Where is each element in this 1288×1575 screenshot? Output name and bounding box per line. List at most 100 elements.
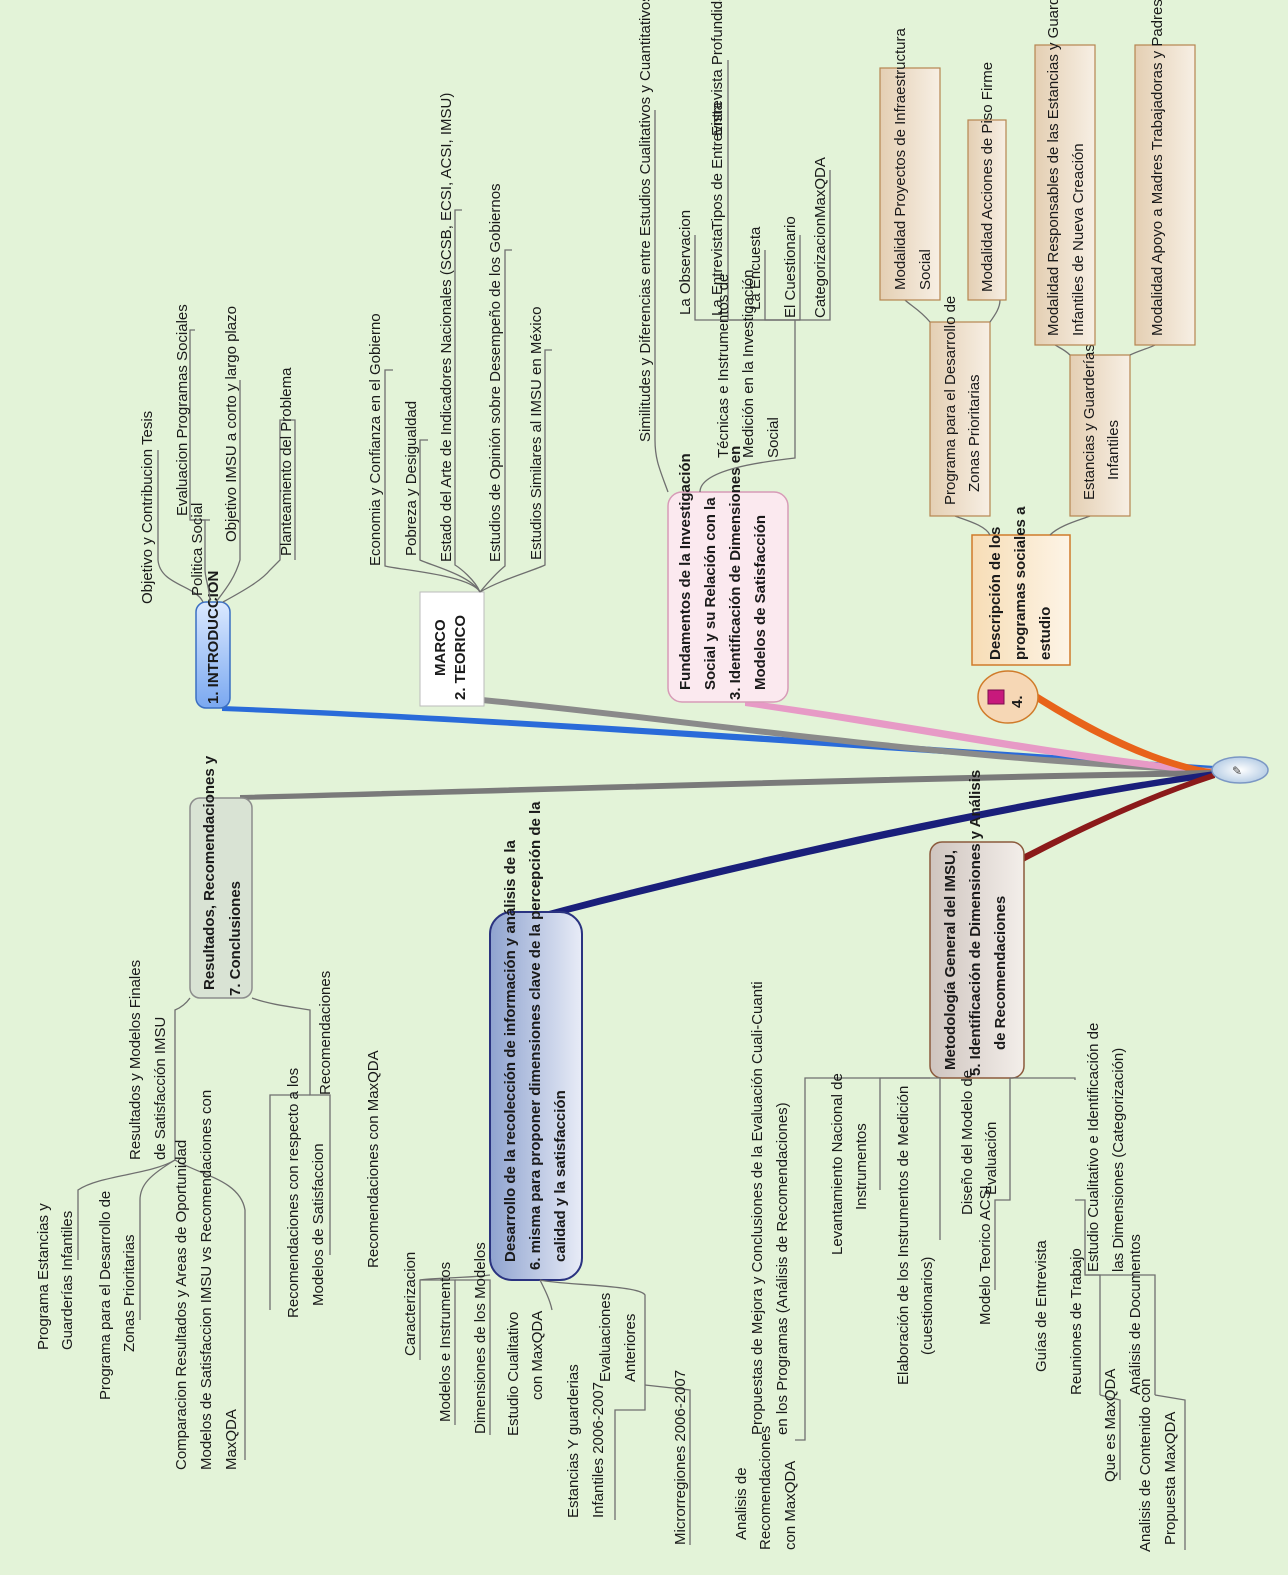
res-programa-zonas-line2[interactable]: Zonas Prioritarias (121, 1234, 138, 1352)
marco-estudios-opinion[interactable]: Estudios de Opinión sobre Desempeño de l… (487, 183, 504, 562)
fund-maxqda[interactable]: MaxQDA (812, 157, 829, 218)
node-fundamentos[interactable]: Fundamentos de la Investigación Social y… (667, 446, 789, 703)
introduccion-title: 1. INTRODUCCION (205, 571, 222, 704)
met-estudio-cual-line1[interactable]: Estudio Cualitativo e Identificación de (1085, 1023, 1102, 1272)
des-caracterizacion[interactable]: Caracterizacion (402, 1252, 419, 1356)
met-analisis-rec-line2[interactable]: Recomendaciones (757, 1426, 774, 1550)
intro-objetivo-imsu[interactable]: Objetivo IMSU a corto y largo plazo (223, 306, 240, 542)
met-levantamiento-line2[interactable]: Instrumentos (853, 1123, 870, 1210)
fund-encuesta[interactable]: La Encuesta (747, 226, 764, 310)
met-propuestas-line2[interactable]: en los Programas (Análisis de Recomendac… (774, 1102, 791, 1435)
metodologia-children: Propuestas de Mejora y Conclusiones de l… (733, 981, 1186, 1552)
desarrollo-title-line2: 6. misma para proponer dimensiones clave… (527, 801, 544, 1270)
marco-children: Economia y Confianza en el Gobierno Pobr… (367, 93, 552, 593)
desc-modalidad-piso: Modalidad Acciones de Piso Firme (979, 62, 996, 292)
res-programa-est-line2[interactable]: Guarderías Infantiles (59, 1211, 76, 1350)
res-rec-modelos-line2[interactable]: Modelos de Satisfaccion (310, 1143, 327, 1306)
marco-estado-arte[interactable]: Estado del Arte de Indicadores Nacionale… (438, 93, 455, 562)
desc-programa-zonas-box[interactable] (929, 321, 991, 517)
met-analisis-rec-line1[interactable]: Analisis de (733, 1467, 750, 1540)
node-descripcion[interactable]: Descripción de los programas sociales a … (971, 506, 1071, 666)
met-estudio-cual-line2[interactable]: las Dimensiones (Categorización) (1110, 1048, 1127, 1272)
des-estudio-maxqda-line2[interactable]: con MaxQDA (529, 1311, 546, 1400)
root-node[interactable] (1211, 756, 1269, 784)
met-reuniones[interactable]: Reuniones de Trabajo (1068, 1248, 1085, 1395)
res-rec-maxqda[interactable]: Recomendaciones con MaxQDA (365, 1050, 382, 1268)
res-programa-est-line1[interactable]: Programa Estancias y (35, 1203, 52, 1350)
intro-politica-social[interactable]: Politica Social (189, 503, 206, 596)
met-modelo-acsi[interactable]: Modelo Teorico ACSI (977, 1185, 994, 1325)
des-microrregiones[interactable]: Microrregiones 2006-2007 (672, 1370, 689, 1545)
fund-observacion[interactable]: La Observacion (677, 210, 694, 315)
res-resultados-line1[interactable]: Resultados y Modelos Finales (127, 960, 144, 1160)
desc-estancias-box[interactable] (1069, 354, 1131, 517)
intro-objetivo-contribucion[interactable]: Objetivo y Contribucion Tesis (139, 411, 156, 604)
fund-tecnicas-line1[interactable]: Técnicas e Instrumentos de (715, 274, 732, 458)
desc-modalidad-apoyo-box[interactable] (1134, 44, 1196, 346)
branch-fundamentos (745, 700, 1215, 775)
desc-modalidad-resp-box[interactable] (1034, 44, 1096, 346)
fundamentos-title-line2: Social y su Relación con la (702, 497, 719, 690)
node-descripcion-number[interactable]: 4. (977, 670, 1039, 724)
node-marco-teorico[interactable]: MARCO 2. TEORICO (419, 591, 485, 707)
node-desarrollo[interactable]: Desarrollo de la recolección de informac… (489, 801, 583, 1281)
res-programa-zonas-line1[interactable]: Programa para el Desarrollo de (97, 1191, 114, 1400)
desc-modalidad-infra-box[interactable] (879, 67, 941, 301)
met-analisis-rec-line3[interactable]: con MaxQDA (782, 1461, 799, 1550)
res-resultados-line2[interactable]: de Satisfacción IMSU (152, 1017, 169, 1160)
des-dimensiones[interactable]: Dimensiones de los Modelos (472, 1242, 489, 1434)
fund-tipos-entrevista[interactable]: Tipos de Entrevista (709, 102, 726, 230)
fund-categorizacion[interactable]: Categorizacion (812, 218, 829, 318)
node-resultados[interactable]: Resultados, Recomendaciones y 7. Conclus… (189, 755, 253, 999)
marco-pobreza[interactable]: Pobreza y Desigualdad (403, 401, 420, 556)
desc-estancias-line1: Estancias y Guarderías (1081, 344, 1098, 500)
desarrollo-children: Caracterizacion Modelos e Instrumentos D… (402, 1242, 691, 1545)
met-guias[interactable]: Guías de Entrevista (1033, 1240, 1050, 1372)
desc-modalidad-resp-line2: Infantiles de Nueva Creación (1070, 143, 1087, 336)
fund-tecnicas-line2[interactable]: Medición en la Investigación (740, 270, 757, 458)
met-diseno-line2[interactable]: Evaluación (983, 1122, 1000, 1195)
branch-metodologia (990, 772, 1215, 878)
desc-modalidad-infra-line2: Social (917, 249, 934, 290)
des-evaluaciones-line1[interactable]: Evaluaciones (597, 1293, 614, 1382)
met-elaboracion-line2[interactable]: (cuestionarios) (919, 1257, 936, 1355)
met-propuestas-line1[interactable]: Propuestas de Mejora y Conclusiones de l… (749, 981, 766, 1435)
fund-similitudes[interactable]: Similitudes y Diferencias entre Estudios… (637, 0, 654, 442)
met-analisis-cont-line1[interactable]: Analisis de Contenido con (1137, 1379, 1154, 1552)
introduccion-children: Objetivo y Contribucion Tesis Politica S… (139, 304, 296, 604)
fund-tecnicas-line3[interactable]: Social (765, 417, 782, 458)
des-modelos-instr[interactable]: Modelos e Instrumentos (437, 1262, 454, 1422)
fund-entrevista-profundidad[interactable]: Entrevista Profundidad (709, 0, 726, 136)
res-rec-modelos-line1[interactable]: Recomendaciones con respecto a los (285, 1068, 302, 1318)
res-recomendaciones[interactable]: Recomendaciones (317, 971, 334, 1095)
descripcion-title-line1: Descripción de los (987, 527, 1004, 660)
resultados-children: Resultados y Modelos Finales de Satisfac… (35, 960, 382, 1470)
met-elaboracion-line1[interactable]: Elaboración de los Instrumentos de Medic… (895, 1086, 912, 1385)
des-estudio-maxqda-line1[interactable]: Estudio Cualitativo (505, 1312, 522, 1436)
res-comparacion-line1[interactable]: Comparacion Resultados y Areas de Oportu… (173, 1140, 190, 1470)
marco-economia[interactable]: Economia y Confianza en el Gobierno (367, 313, 384, 566)
met-levantamiento-line1[interactable]: Levantamiento Nacional de (829, 1073, 846, 1255)
met-diseno-line1[interactable]: Diseño del Modelo de (959, 1070, 976, 1215)
fundamentos-title-line3: 3. Identificación de Dimensiones en (727, 446, 744, 700)
metodologia-title-line2: 5. Identificación de Dimensiones y Análi… (967, 770, 984, 1076)
node-introduccion[interactable]: 1. INTRODUCCION (195, 571, 231, 709)
met-analisis-cont-line2[interactable]: Propuesta MaxQDA (1162, 1412, 1179, 1545)
metodologia-title-line3: de Recomendaciones (992, 896, 1009, 1050)
res-comparacion-line2[interactable]: Modelos de Satisfaccion IMSU vs Recomend… (198, 1090, 215, 1470)
des-evaluaciones-line2[interactable]: Anteriores (622, 1314, 639, 1382)
desc-modalidad-piso-box[interactable] (967, 119, 1007, 301)
marco-title-line2: 2. TEORICO (452, 615, 469, 700)
fund-entrevista[interactable]: La Entrevista (709, 228, 726, 316)
met-analisis-docs[interactable]: Análisis de Documentos (1127, 1234, 1144, 1395)
met-que-es[interactable]: Que es MaxQDA (1102, 1369, 1119, 1482)
fund-cuestionario[interactable]: El Cuestionario (782, 216, 799, 318)
node-metodologia[interactable]: Metodología General del IMSU, 5. Identif… (929, 770, 1025, 1079)
des-estancias-line2[interactable]: Infantiles 2006-2007 (590, 1382, 607, 1518)
des-estancias-line1[interactable]: Estancias Y guarderias (565, 1364, 582, 1518)
metodologia-title-line1: Metodología General del IMSU, (942, 850, 959, 1070)
res-comparacion-line3[interactable]: MaxQDA (223, 1409, 240, 1470)
marco-estudios-similares[interactable]: Estudios Similares al IMSU en México (528, 307, 545, 560)
intro-evaluacion-programas[interactable]: Evaluacion Programas Sociales (174, 304, 191, 516)
intro-planteamiento[interactable]: Planteamiento del Problema (278, 367, 295, 556)
